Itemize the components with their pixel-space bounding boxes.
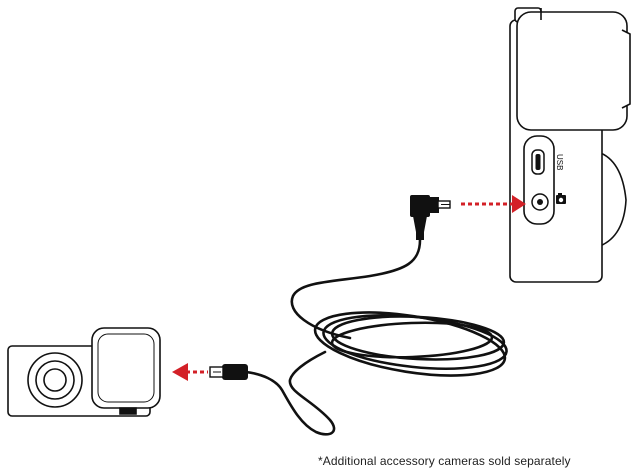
arrow-to-main-camera — [461, 195, 526, 213]
right-angle-plug-icon — [410, 195, 451, 240]
arrow-to-accessory-camera — [172, 363, 208, 381]
mini-usb-plug-icon — [209, 364, 248, 380]
footnote: *Additional accessory cameras sold separ… — [318, 454, 571, 468]
accessory-camera-icon — [7, 327, 161, 417]
usb-port-label: USB — [555, 154, 564, 170]
aux-port-icon — [531, 193, 549, 211]
main-dash-camera-icon — [509, 7, 631, 283]
usb-port-icon — [531, 149, 545, 175]
camera-glyph-icon — [556, 193, 566, 204]
coiled-cable-icon — [244, 238, 508, 436]
